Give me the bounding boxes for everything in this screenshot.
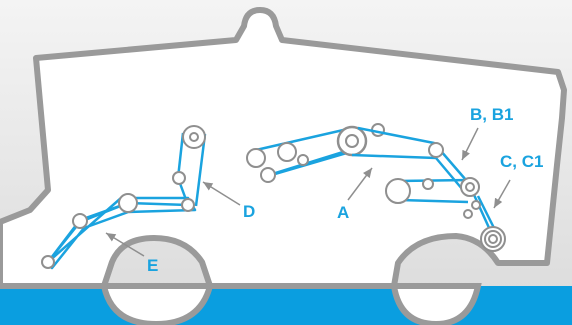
pulley-c-large	[385, 178, 411, 204]
rear-wheel	[390, 283, 482, 325]
belt-a	[255, 126, 357, 178]
label-e: E	[147, 256, 158, 275]
pulley-d-mid	[172, 171, 186, 185]
pulley-c-mid-hub	[465, 182, 475, 192]
arrow-c	[493, 179, 511, 209]
pulley-a-main-hub	[345, 134, 359, 148]
label-c-c1: C, C1	[500, 152, 543, 171]
belt-drive-a	[246, 123, 385, 183]
pulley-b1	[428, 142, 444, 158]
callout-labels: A B, B1 C, C1 D E	[147, 105, 543, 275]
pulley-e3	[118, 193, 138, 213]
belt-c	[397, 178, 498, 233]
pulley-a3	[277, 142, 297, 162]
pulley-c-bottom-mid	[484, 230, 502, 248]
pulley-e1	[41, 255, 55, 269]
arrow-b	[461, 127, 479, 161]
belt-drive-d	[172, 125, 207, 212]
label-a: A	[337, 203, 349, 222]
pulley-d-top-hub	[189, 132, 199, 142]
pulley-a-main	[336, 125, 368, 157]
label-d: D	[243, 202, 255, 221]
label-b-b1: B, B1	[470, 105, 513, 124]
pulley-a2	[260, 167, 276, 183]
pulley-c-idler-1	[471, 200, 481, 210]
pulley-c-small	[422, 178, 434, 190]
belt-drive-b	[351, 126, 473, 197]
arrow-d	[202, 181, 241, 206]
ground-band	[0, 286, 572, 325]
arrow-a	[347, 167, 373, 201]
callout-arrows	[105, 127, 511, 257]
pulley-d-top	[182, 125, 206, 149]
pulley-a1	[246, 148, 266, 168]
belt-drive-c	[385, 177, 506, 252]
harvester-silhouette	[0, 7, 567, 325]
pulley-c-idler-2	[463, 209, 473, 219]
pulley-e2	[72, 213, 88, 229]
arrow-e	[105, 232, 145, 257]
pulley-a4	[297, 154, 309, 166]
pulley-c-mid	[460, 177, 480, 197]
pulley-c-bottom-hub	[488, 234, 498, 244]
pulley-d-bottom	[181, 198, 195, 212]
front-wheel	[100, 283, 214, 325]
